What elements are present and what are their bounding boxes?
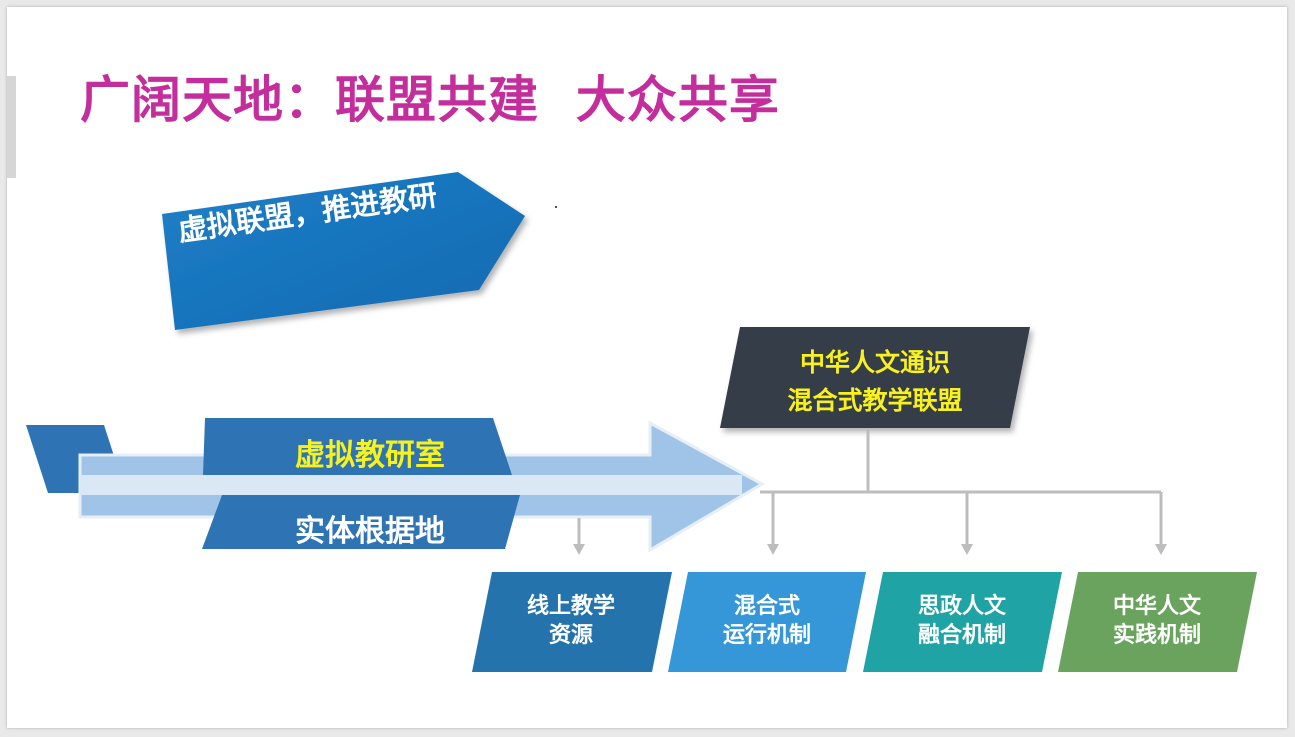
box-online-resources-shape (472, 572, 672, 672)
box-line-1: 思政人文 (917, 594, 1006, 619)
box-line-1: 中华人文 (1112, 594, 1201, 619)
connector-arrowheads (573, 544, 1167, 555)
box-line-2: 资源 (548, 623, 593, 648)
box-blended-mechanism-shape (668, 572, 866, 672)
box-ideology-mechanism: 思政人文 融合机制 (887, 592, 1037, 650)
top-label-shape (203, 418, 512, 475)
box-line-1: 线上教学 (526, 594, 615, 619)
box-line-2: 融合机制 (917, 623, 1006, 648)
arrow-top-label: 虚拟教研室 (295, 438, 445, 473)
alliance-label: 中华人文通识 混合式教学联盟 (735, 344, 1015, 420)
arrow-bottom-label: 实体根据地 (295, 514, 445, 549)
box-line-2: 实践机制 (1112, 623, 1201, 648)
banner-shape (162, 172, 525, 330)
page-title: 广阔天地：联盟共建 大众共享 (80, 71, 780, 129)
arrow-center-band (80, 475, 742, 495)
alliance-line-2: 混合式教学联盟 (787, 386, 963, 415)
connector-lines (577, 428, 1163, 545)
alliance-shape (720, 327, 1030, 428)
box-blended-mechanism: 混合式 运行机制 (692, 592, 842, 650)
stray-dot (555, 206, 557, 208)
box-ideology-mechanism-shape (863, 572, 1062, 672)
alliance-line-1: 中华人文通识 (799, 348, 950, 377)
box-practice-mechanism: 中华人文 实践机制 (1082, 592, 1232, 650)
box-practice-mechanism-shape (1058, 572, 1257, 672)
bottom-label-shape (202, 495, 520, 549)
box-line-1: 混合式 (733, 594, 800, 619)
box-line-2: 运行机制 (722, 623, 811, 648)
slide-edge-tab (7, 76, 16, 178)
box-online-resources: 线上教学 资源 (496, 592, 646, 650)
